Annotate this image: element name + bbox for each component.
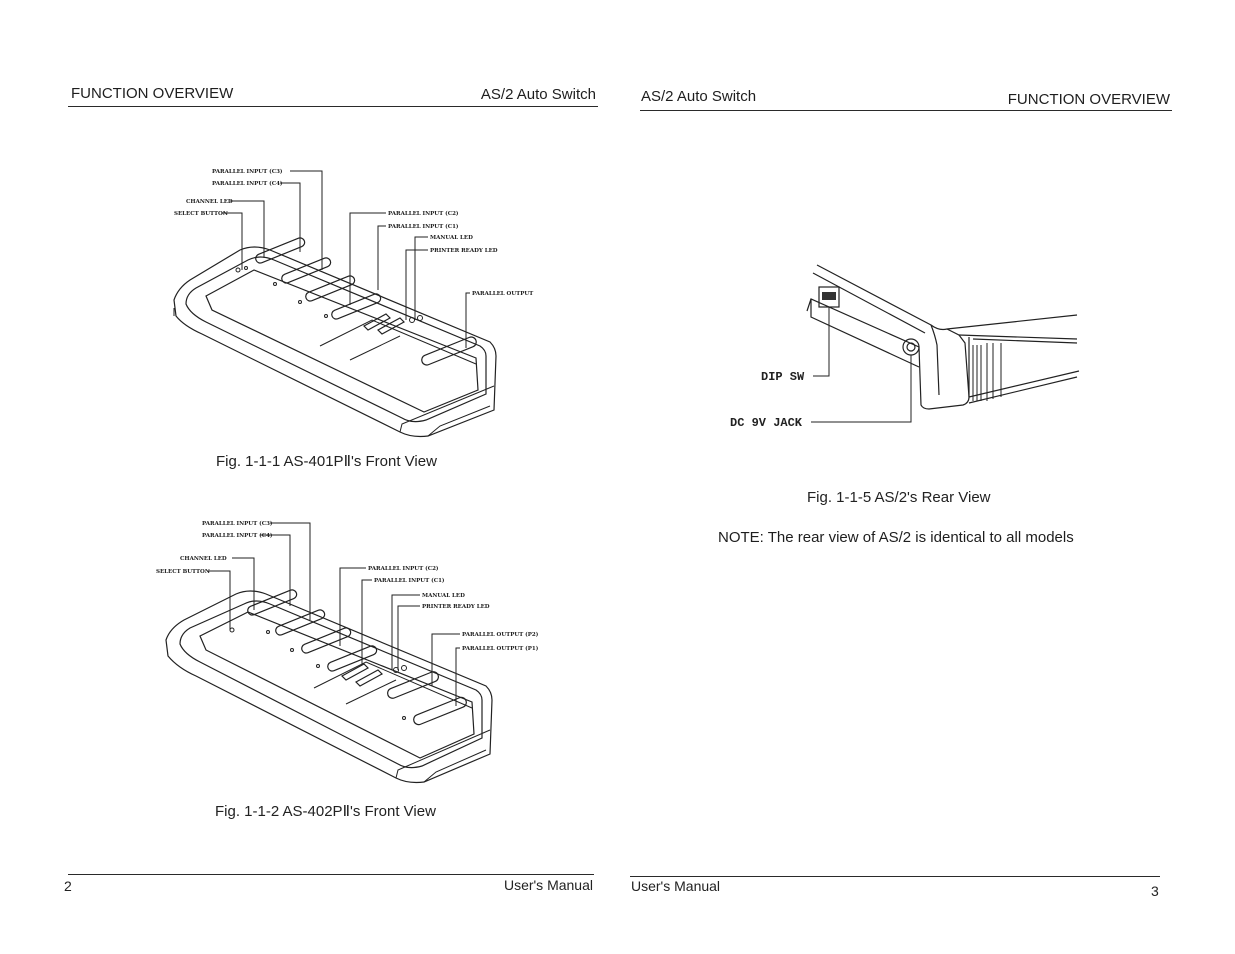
label-parallel-input-c2: PARALLEL INPUT (C2) [388,210,459,217]
label-parallel-input-c4: PARALLEL INPUT (C4) [212,180,283,187]
label-parallel-output-p1: PARALLEL OUTPUT (P1) [462,645,539,652]
label-channel-led: CHANNEL LED [180,556,227,562]
figure-as2-rear-view: DIP SW DC 9V JACK [730,264,1080,430]
label-dc-9v-jack: DC 9V JACK [730,416,803,430]
label-printer-ready-led: PRINTER READY LED [430,248,498,254]
right-header-product: AS/2 Auto Switch [641,88,757,105]
label-manual-led: MANUAL LED [430,235,473,241]
label-parallel-input-c3: PARALLEL INPUT (C3) [212,168,283,175]
right-header-rule [640,110,1172,111]
device-corner [806,264,1080,410]
figure-as401p-front-view: PARALLEL INPUT (C3) PARALLEL INPUT (C4) … [173,168,534,438]
right-footer-manual: User's Manual [631,878,721,894]
parallel-connectors [247,589,467,726]
figure-caption-1-1-5: Fig. 1-1-5 AS/2's Rear View [807,489,991,506]
label-manual-led: MANUAL LED [422,593,465,599]
device-body [173,246,497,438]
left-footer-rule [68,874,594,875]
right-page-number: 3 [1151,883,1159,899]
label-parallel-output: PARALLEL OUTPUT [472,291,534,297]
label-parallel-input-c1: PARALLEL INPUT (C1) [374,577,445,584]
left-header-title: FUNCTION OVERVIEW [71,85,234,102]
left-page-number: 2 [64,878,72,894]
label-parallel-input-c2: PARALLEL INPUT (C2) [368,565,439,572]
leds [235,266,328,318]
label-select-button: SELECT BUTTON [174,211,228,217]
label-parallel-input-c1: PARALLEL INPUT (C1) [388,223,459,230]
left-header-rule [68,106,598,107]
device-body [165,590,493,784]
label-parallel-input-c3: PARALLEL INPUT (C3) [202,520,273,527]
figure-caption-1-1-1: Fig. 1-1-1 AS-401PⅡ's Front View [216,453,437,470]
right-header-title: FUNCTION OVERVIEW [1007,91,1170,108]
dc-jack [902,338,920,356]
left-footer-manual: User's Manual [503,877,593,893]
label-select-button: SELECT BUTTON [156,569,210,575]
figure-caption-1-1-2: Fig. 1-1-2 AS-402PⅡ's Front View [215,803,436,820]
figure-as402p-front-view: PARALLEL INPUT (C3) PARALLEL INPUT (C4) … [156,520,539,784]
label-dip-sw: DIP SW [761,370,805,384]
leader-lines [222,170,470,348]
label-channel-led: CHANNEL LED [186,199,233,205]
left-header-product: AS/2 Auto Switch [480,86,596,103]
leader-lines [208,522,460,706]
label-printer-ready-led: PRINTER READY LED [422,604,490,610]
note-text: NOTE: The rear view of AS/2 is identical… [718,529,1074,546]
right-footer-rule [630,876,1160,877]
parallel-connectors [255,237,477,366]
label-parallel-output-p2: PARALLEL OUTPUT (P2) [462,631,539,638]
label-parallel-input-c4: PARALLEL INPUT (C4) [202,532,273,539]
